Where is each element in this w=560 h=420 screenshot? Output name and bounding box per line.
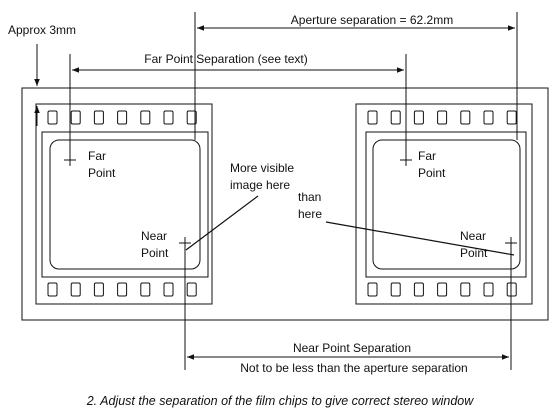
more-visible-pointer [185,195,259,251]
sprocket-hole [413,282,424,297]
sprocket-hole [437,110,448,125]
sprocket-hole [460,110,471,125]
left-mask-frame [41,131,209,278]
sprocket-hole [47,110,58,125]
sprocket-hole [186,282,197,297]
sprocket-hole [413,110,424,125]
sprocket-hole [117,282,128,297]
sprocket-hole [117,110,128,125]
right-far-point-marker [400,154,412,166]
sprocket-hole [460,282,471,297]
sprocket-hole [140,282,151,297]
sprocket-hole [93,282,104,297]
sprocket-hole [163,282,174,297]
more-visible-annotation: More visible image here [230,161,297,192]
sprocket-hole [367,282,378,297]
right-bottom-sprockets [367,282,517,297]
sprocket-hole [390,282,401,297]
sprocket-hole [47,282,58,297]
left-film-chip [35,103,213,305]
approx-3mm-indicator: Approx 3mm [8,23,76,126]
than-here-annotation: than here [298,190,325,221]
sprocket-hole [390,110,401,125]
left-image-window [49,139,201,270]
right-top-sprockets [367,110,517,125]
sprocket-hole [163,110,174,125]
sprocket-hole [70,282,81,297]
right-image-window [372,139,521,270]
sprocket-hole [506,110,517,125]
right-near-point-marker [505,237,517,249]
sprocket-hole [186,110,197,125]
right-near-point-label: Near Point [460,229,489,260]
sprocket-hole [140,110,151,125]
sprocket-hole [506,282,517,297]
left-far-point-label: Far Point [88,149,116,180]
sprocket-hole [70,110,81,125]
left-near-point-marker [179,237,191,249]
far-point-separation-label: Far Point Separation (see text) [144,52,307,66]
sprocket-hole [483,110,494,125]
approx-3mm-label: Approx 3mm [8,23,76,37]
slide-mount [21,87,549,321]
not-less-label: Not to be less than the aperture separat… [240,361,467,375]
left-top-sprockets [47,110,197,125]
aperture-separation-label: Aperture separation = 62.2mm [291,13,453,27]
right-mask-frame [365,131,527,278]
sprocket-hole [367,110,378,125]
left-near-point-label: Near Point [141,229,170,260]
figure-caption: 2. Adjust the separation of the film chi… [86,394,474,408]
far-point-separation-dimension: Far Point Separation (see text) [69,52,407,160]
right-far-point-label: Far Point [418,149,446,180]
than-here-pointer [325,221,515,256]
left-bottom-sprockets [47,282,197,297]
sprocket-hole [437,282,448,297]
near-point-separation-label: Near Point Separation [293,341,411,355]
sprocket-hole [483,282,494,297]
left-far-point-marker [64,154,76,166]
right-film-chip [355,103,533,305]
near-point-separation-dimension: Near Point Separation Not to be less tha… [184,243,512,375]
sprocket-hole [93,110,104,125]
aperture-separation-dimension: Aperture separation = 62.2mm [194,12,518,140]
